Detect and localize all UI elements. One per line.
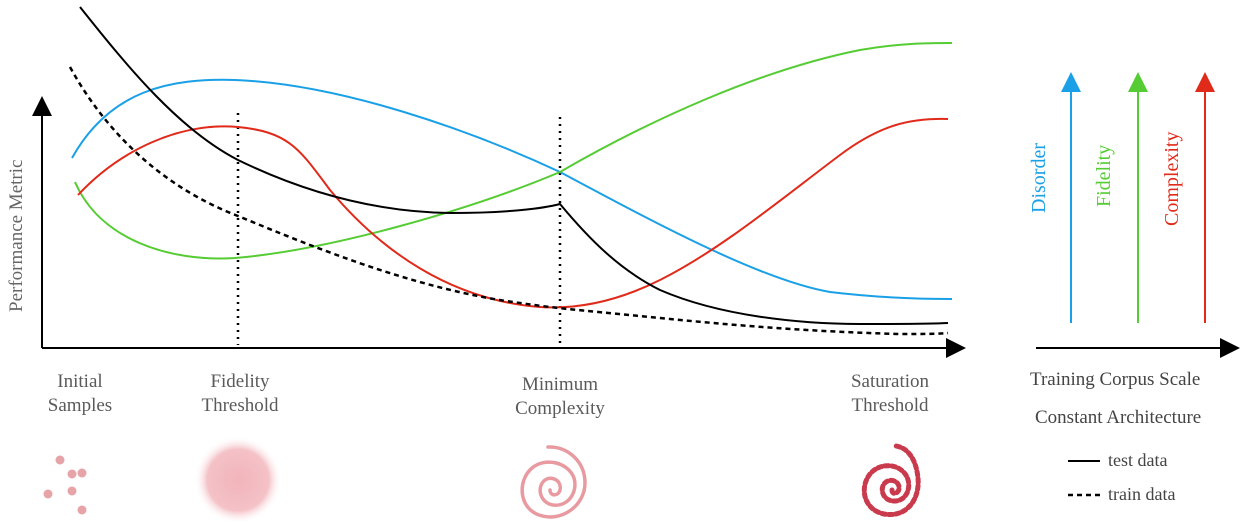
fidelity-curve — [74, 42, 953, 260]
scattered-dots-glyph — [43, 455, 87, 515]
train-data-curve — [68, 66, 949, 336]
y-axis-label: Performance Metric — [6, 159, 27, 312]
indicator-complexity-label: Complexity — [1161, 131, 1183, 226]
test-data-curve — [79, 6, 949, 326]
legend-train-label: train data — [1108, 484, 1176, 504]
x-axis-label: Training Corpus Scale — [1030, 369, 1201, 390]
disorder-curve — [71, 78, 953, 300]
complexity-curve — [77, 117, 949, 309]
segmented-spiral-glyph — [861, 443, 921, 518]
smooth-spiral-glyph — [520, 445, 587, 519]
legend-test-label: test data — [1108, 450, 1168, 470]
indicator-disorder-label: Disorder — [1028, 143, 1050, 213]
blurred-blob-glyph — [194, 436, 282, 524]
subtitle: Constant Architecture — [1035, 407, 1202, 428]
indicator-fidelity-label: Fidelity — [1093, 144, 1115, 207]
